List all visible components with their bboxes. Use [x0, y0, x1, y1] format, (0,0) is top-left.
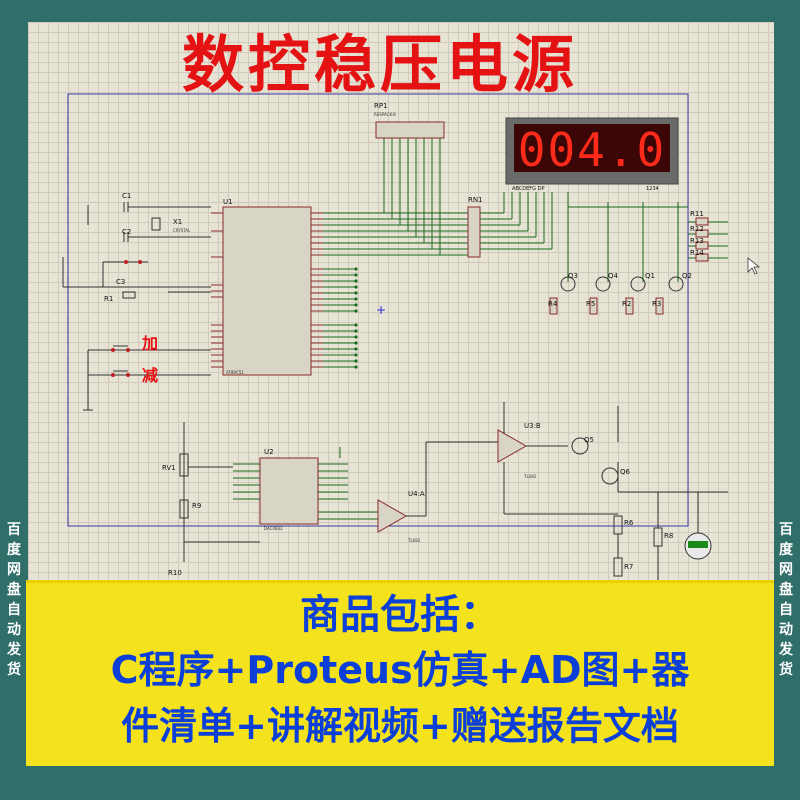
r11-r14 [695, 217, 709, 262]
r13-label: R13 [690, 237, 704, 245]
r11-label: R11 [690, 210, 704, 218]
side-label-right: 百度网盘自动发货 [779, 522, 793, 678]
q5-label: Q5 [584, 436, 594, 444]
page-title: 数控稳压电源 [181, 28, 578, 101]
origin-marker-icon: + [376, 303, 386, 317]
u1-chip [222, 206, 312, 376]
r6-label: R6 [624, 519, 634, 527]
banner-line-3: 件清单+讲解视频+赠送报告文档 [121, 704, 679, 748]
u2-pins [233, 447, 383, 520]
reset-circuit [62, 257, 211, 299]
r1-label: R1 [104, 295, 113, 303]
rn1-pack [467, 206, 481, 258]
r14-label: R14 [690, 249, 704, 257]
key-add-dot [126, 348, 130, 352]
bottom-strip [0, 766, 800, 800]
q3-label: Q3 [568, 272, 578, 280]
u2-chip [259, 457, 319, 525]
seven-segment-right-caption: 1234 [646, 186, 659, 192]
pin-dots [354, 267, 358, 369]
r7-label: R7 [624, 563, 633, 571]
rp1-sub: RESPACK-8 [374, 112, 396, 117]
x1-label: X1 [173, 218, 182, 226]
oscillator [87, 202, 211, 242]
rn1-label: RN1 [468, 196, 483, 204]
sub-key-label: 减 [142, 366, 159, 385]
rp1-pack [375, 121, 445, 139]
r12-label: R12 [690, 225, 704, 233]
p2-p3-stubs [323, 268, 356, 368]
c2-label: C2 [122, 228, 131, 236]
feedback-resistors [179, 422, 260, 562]
power-stage [503, 402, 728, 582]
seven-segment-left-caption: ABCDEFG DP [512, 186, 544, 192]
q6-transistor [601, 467, 619, 485]
u3b-part: TL082 [523, 474, 537, 479]
q2-label: Q2 [682, 272, 692, 280]
key-add-dot [111, 348, 115, 352]
key-sub-dot [126, 373, 130, 377]
banner-line-2: C程序+Proteus仿真+AD图+器 [110, 648, 690, 692]
rp1-wires [383, 138, 441, 255]
reset-button-dot [138, 260, 142, 264]
x1-part: CRYSTAL [173, 228, 191, 233]
r5-label: R5 [586, 300, 595, 308]
seven-segment-value: 004.0 [518, 123, 666, 177]
voltmeter-screen [688, 541, 708, 548]
r2-label: R2 [622, 300, 631, 308]
r3-label: R3 [652, 300, 661, 308]
banner-heading: 商品包括： [300, 592, 500, 638]
u1-label: U1 [223, 198, 233, 206]
q1-label: Q1 [645, 272, 655, 280]
r2-r5 [549, 297, 664, 315]
r4-label: R4 [548, 300, 558, 308]
u3b-label: U3:B [524, 422, 541, 430]
product-banner: 商品包括： C程序+Proteus仿真+AD图+器 件清单+讲解视频+赠送报告文… [26, 580, 774, 769]
schematic-diagram: U1 AT89C51 [62, 93, 761, 582]
r9-label: R9 [192, 502, 201, 510]
rp1-label: RP1 [374, 102, 388, 110]
transistor-q1-q4 [560, 276, 684, 292]
u2-label: U2 [264, 448, 274, 456]
u4a-opamp [377, 499, 408, 533]
rv1-label: RV1 [162, 464, 176, 472]
u1-pins [211, 212, 323, 368]
side-label-left: 百度网盘自动发货 [7, 522, 21, 678]
r8-label: R8 [664, 532, 673, 540]
c1-label: C1 [122, 192, 131, 200]
seven-segment-screen [514, 124, 670, 172]
u1-part: AT89C51 [226, 370, 244, 375]
u4a-part: TL082 [407, 538, 421, 543]
q5-transistor [571, 437, 589, 455]
q4-label: Q4 [608, 272, 619, 280]
r10-label: R10 [168, 569, 182, 577]
u4a-wires [406, 441, 498, 517]
u3b-opamp [497, 429, 528, 463]
u4a-label: U4:A [408, 490, 425, 498]
q6-label: Q6 [620, 468, 631, 476]
reset-button-dot [124, 260, 128, 264]
add-key-label: 加 [142, 334, 159, 353]
key-sub-dot [111, 373, 115, 377]
p0-bus [323, 212, 468, 256]
key-circuit [83, 345, 211, 411]
cursor-icon [747, 257, 761, 275]
schematic-canvas [28, 22, 774, 582]
u2-part: DAC0832 [264, 526, 283, 531]
rn1-to-display [480, 192, 553, 250]
c3-label: C3 [116, 278, 125, 286]
